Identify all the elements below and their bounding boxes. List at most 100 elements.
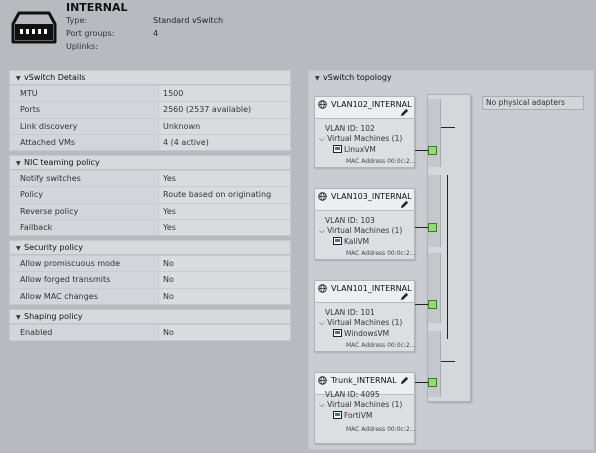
row-value: No <box>158 256 290 272</box>
port-node[interactable] <box>428 378 437 387</box>
pencil-icon[interactable] <box>400 108 409 117</box>
chevron-down-icon: ▼ <box>16 245 21 252</box>
network-switch-icon <box>11 11 57 44</box>
vms-toggle[interactable]: ⌵ Virtual Machines (1) <box>319 134 402 144</box>
row-key: Policy <box>10 187 158 203</box>
vm-icon <box>333 145 342 153</box>
vms-label: Virtual Machines (1) <box>327 134 403 143</box>
row-value: 2560 (2537 available) <box>158 102 290 118</box>
mac-address: MAC Address 00:0c:2... <box>346 158 416 165</box>
vm-icon <box>333 329 342 337</box>
row-key: Link discovery <box>10 118 158 134</box>
row-value: Route based on originating port ID <box>158 187 290 215</box>
row-value: No <box>158 325 290 341</box>
vswitch-topology-panel: ▼vSwitch topology No physical adapters V… <box>308 70 594 450</box>
port-node[interactable] <box>428 223 437 232</box>
vlan-id: VLAN ID: 102 <box>325 124 375 133</box>
vlan-id: VLAN ID: 101 <box>325 308 375 317</box>
port-column <box>427 94 471 402</box>
port-group-name: Trunk_INTERNAL <box>331 376 397 385</box>
port-group-card[interactable]: VLAN101_INTERNAL VLAN ID: 101 ⌵ Virtual … <box>314 280 415 352</box>
vms-label: Virtual Machines (1) <box>327 226 403 235</box>
port-segment <box>428 99 441 167</box>
row-value: No <box>158 288 290 304</box>
row-key: Notify switches <box>10 171 158 187</box>
vm-icon <box>333 411 342 419</box>
globe-icon <box>318 192 327 201</box>
nic-teaming-header[interactable]: ▼NIC teaming policy <box>10 156 290 170</box>
port-group-card[interactable]: VLAN103_INTERNAL VLAN ID: 103 ⌵ Virtual … <box>314 188 415 260</box>
vm-name[interactable]: LinuxVM <box>344 145 376 154</box>
port-groups-label: Port groups: <box>66 29 115 38</box>
globe-icon <box>318 284 327 293</box>
port-group-card[interactable]: VLAN102_INTERNAL VLAN ID: 102 ⌵ Virtual … <box>314 96 415 168</box>
row-value: Yes <box>158 171 290 187</box>
pencil-icon[interactable] <box>400 292 409 301</box>
vms-toggle[interactable]: ⌵ Virtual Machines (1) <box>319 226 402 236</box>
vswitch-details-header[interactable]: ▼vSwitch Details <box>10 71 290 85</box>
vm-icon <box>333 237 342 245</box>
connector-line <box>409 227 433 228</box>
chevron-down-icon: ⌵ <box>319 134 325 143</box>
port-group-header: VLAN103_INTERNAL <box>315 189 414 211</box>
pencil-icon[interactable] <box>400 200 409 209</box>
chevron-down-icon: ▼ <box>16 160 21 167</box>
port-node[interactable] <box>428 146 437 155</box>
port-segment <box>428 253 441 323</box>
vms-toggle[interactable]: ⌵ Virtual Machines (1) <box>319 400 402 410</box>
row-key: MTU <box>10 86 158 102</box>
vm-name[interactable]: KaliVM <box>344 237 370 246</box>
vms-label: Virtual Machines (1) <box>327 318 403 327</box>
port-node[interactable] <box>428 300 437 309</box>
port-segment <box>428 175 441 247</box>
chevron-down-icon: ⌵ <box>319 226 325 235</box>
port-group-header: VLAN102_INTERNAL <box>315 97 414 119</box>
security-policy-header[interactable]: ▼Security policy <box>10 241 290 255</box>
pencil-icon[interactable] <box>400 376 409 385</box>
row-value: No <box>158 272 290 288</box>
type-value: Standard vSwitch <box>153 16 224 25</box>
globe-icon <box>318 100 327 109</box>
chevron-down-icon: ⌵ <box>319 400 325 409</box>
vm-name[interactable]: WindowsVM <box>344 329 390 338</box>
vms-label: Virtual Machines (1) <box>327 400 403 409</box>
row-key: Allow promiscuous mode <box>10 256 158 272</box>
row-key: Attached VMs <box>10 134 158 151</box>
mac-address: MAC Address 00:0c:2... <box>346 250 416 257</box>
row-value: Yes <box>158 219 290 236</box>
connector-line <box>409 150 433 151</box>
row-value: 1500 <box>158 86 290 102</box>
port-group-card[interactable]: Trunk_INTERNAL VLAN ID: 4095 ⌵ Virtual M… <box>314 372 415 444</box>
row-key: Allow forged transmits <box>10 272 158 288</box>
connector-line <box>409 382 433 383</box>
connector-line <box>409 304 433 305</box>
panel-title: vSwitch Details <box>24 73 86 82</box>
vswitch-topology-header[interactable]: ▼vSwitch topology <box>309 71 593 85</box>
connector-line <box>441 127 455 128</box>
panel-title: NIC teaming policy <box>24 158 100 167</box>
row-key: Failback <box>10 219 158 236</box>
uplinks-label: Uplinks: <box>66 42 98 51</box>
vm-name[interactable]: FortiVM <box>344 411 373 420</box>
row-key: Ports <box>10 102 158 118</box>
row-key: Allow MAC changes <box>10 288 158 304</box>
connector-line <box>441 361 455 362</box>
globe-icon <box>318 376 327 385</box>
mac-address: MAC Address 00:0c:2... <box>346 342 416 349</box>
port-group-name: VLAN102_INTERNAL <box>331 100 412 109</box>
vms-toggle[interactable]: ⌵ Virtual Machines (1) <box>319 318 402 328</box>
panel-title: Security policy <box>24 243 83 252</box>
type-label: Type: <box>66 16 88 25</box>
shaping-policy-header[interactable]: ▼Shaping policy <box>10 310 290 324</box>
